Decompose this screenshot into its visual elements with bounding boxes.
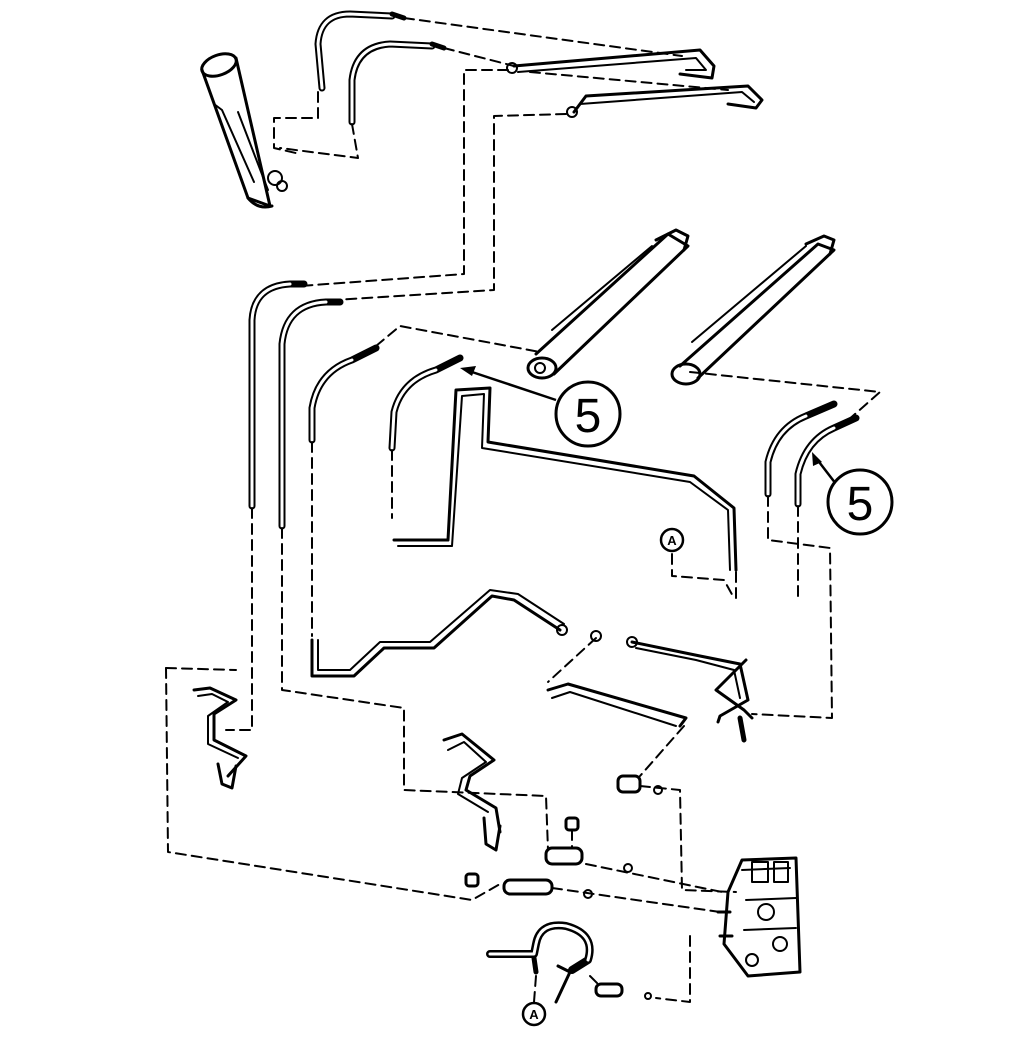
middle-cylinders [526, 228, 836, 386]
callout-arrows [465, 368, 837, 485]
arrow-heads [460, 366, 822, 466]
left-bent-tube [192, 686, 248, 790]
control-valve [716, 856, 802, 978]
callout-label: 5 [847, 478, 874, 531]
middle-tubes [310, 386, 754, 743]
connector-label: A [667, 533, 677, 548]
bottom-hose [486, 921, 594, 1004]
connector-label: A [529, 1007, 539, 1022]
callout-5-upper: 5 [554, 380, 622, 448]
connector-a-upper: A [659, 527, 685, 553]
top-leaders [273, 17, 729, 301]
middle-leaders [165, 325, 881, 901]
connector-a-lower: A [521, 1001, 547, 1027]
long-hoses [248, 280, 344, 530]
fittings [464, 624, 663, 1000]
lower-leaders [533, 829, 723, 1003]
top-left-cylinder [200, 52, 288, 209]
top-right-tubes [506, 48, 764, 118]
center-bent-tube [442, 732, 502, 852]
callout-label: 5 [575, 390, 602, 443]
top-hoses [314, 10, 447, 126]
middle-hoses [308, 344, 464, 452]
right-hoses [764, 400, 860, 508]
callout-5-lower: 5 [826, 468, 894, 536]
